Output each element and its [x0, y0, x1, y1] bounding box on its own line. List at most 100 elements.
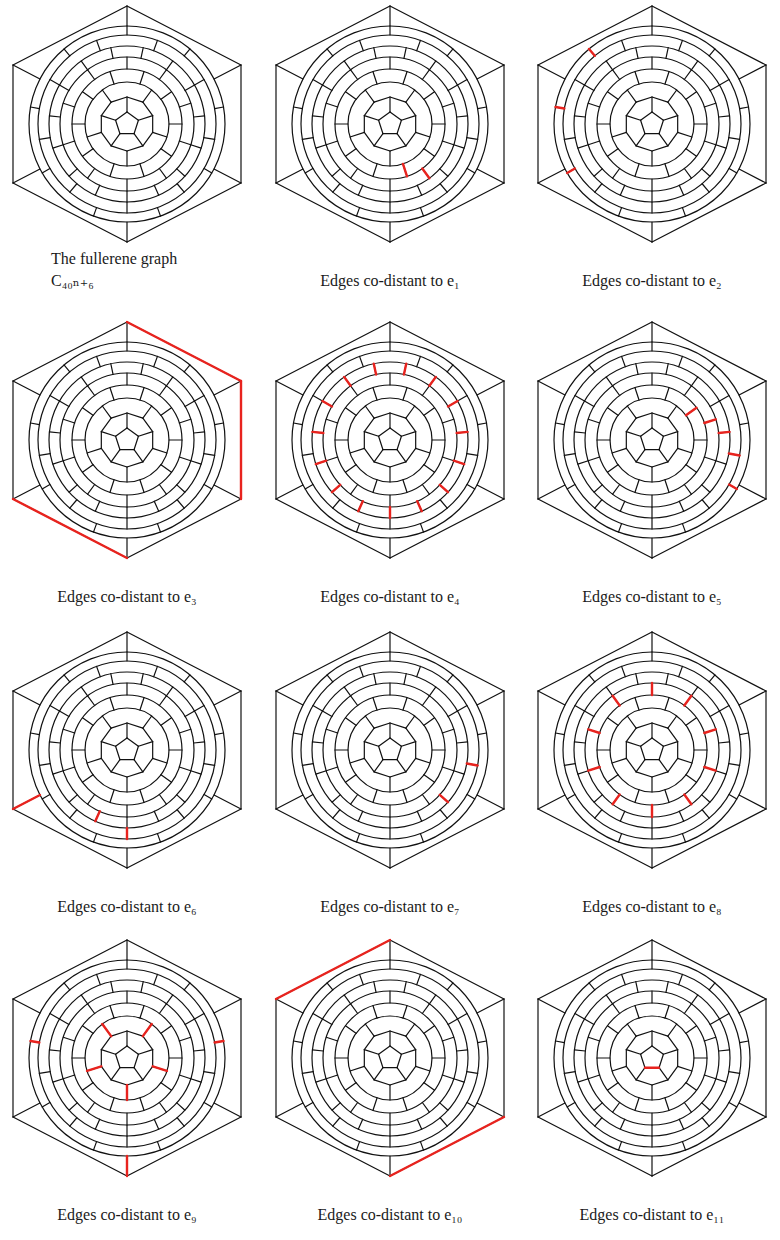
highlighted-edge [312, 432, 323, 433]
graph-edge [719, 116, 730, 117]
graph-edge [686, 775, 697, 783]
graph-edge [397, 1054, 401, 1067]
graph-edge [184, 49, 190, 56]
graph-edge [69, 485, 77, 492]
graph-edge [584, 401, 594, 407]
graph-edge [111, 982, 113, 993]
graph-edge [275, 381, 276, 499]
graph-ring [301, 969, 479, 1147]
graph-edge [467, 454, 478, 456]
graph-edge [440, 485, 448, 492]
graph-edge [442, 103, 453, 107]
graph-edge [116, 738, 127, 746]
graph-edge [626, 432, 627, 449]
graph-edge [153, 1066, 167, 1071]
highlighted-edge [389, 507, 391, 518]
graph-edge [406, 132, 416, 146]
graph-edge [390, 183, 504, 242]
graph-edge [588, 103, 599, 107]
graph-edge [374, 462, 390, 467]
graph-edge [652, 1046, 663, 1054]
graph-edge [636, 772, 652, 777]
graph-edge [350, 132, 364, 137]
graph-edge [710, 401, 720, 407]
graph-edge [684, 169, 691, 179]
graph-edge [364, 132, 374, 146]
graph-ring [554, 342, 750, 538]
graph-edge [166, 687, 172, 696]
graph-edge [679, 1119, 683, 1129]
graph-edge [312, 116, 323, 117]
highlighted-edge [87, 1066, 101, 1071]
graph-edge [606, 377, 612, 386]
graph-edge [166, 61, 172, 70]
graph-edge [161, 408, 172, 416]
graph-edge [429, 995, 435, 1004]
graph-ring [29, 342, 225, 538]
graph-edge [127, 428, 138, 436]
graph-edge [608, 775, 619, 783]
graph-edge [666, 48, 668, 59]
graph-edge [651, 97, 652, 112]
graph-edge [651, 723, 652, 738]
graph-edge [383, 449, 397, 450]
graph-edge [652, 146, 668, 151]
graph-edge [668, 132, 678, 146]
graph-edge [161, 775, 172, 783]
graph-edge [636, 462, 652, 467]
graph-edge [447, 675, 453, 682]
graph-edge [442, 729, 453, 733]
graph-edge [364, 102, 374, 116]
graph-edge [702, 1103, 710, 1110]
graph-edge [668, 418, 678, 432]
graph-edge [709, 675, 715, 682]
graph-edge [636, 674, 638, 685]
graph-edge [379, 746, 383, 759]
graph-edge [191, 145, 201, 148]
graph-edge [159, 70, 166, 80]
graph-edge [177, 184, 184, 192]
graph-edge [389, 1125, 390, 1136]
graph-ring [585, 57, 719, 191]
graph-edge [538, 632, 652, 691]
graph-edge [351, 795, 358, 805]
graph-ring [301, 351, 479, 529]
highlighted-edge [651, 683, 653, 695]
graph-edge [719, 742, 730, 743]
graph-edge [373, 790, 377, 802]
graph-edge [440, 795, 448, 802]
graph-edge [651, 991, 652, 1003]
graph-edge [161, 718, 172, 726]
panel-caption: Edges co-distant to e₉ [2, 1204, 252, 1226]
graph-edge [327, 365, 333, 372]
graph-edge [312, 432, 323, 433]
graph-edge [668, 448, 678, 462]
graph-edge [665, 790, 669, 802]
graph-edge [127, 632, 241, 691]
graph-edge [668, 1036, 678, 1050]
graph-edge [589, 365, 595, 372]
graph-edge [305, 485, 313, 490]
graph-edge [389, 683, 390, 695]
graph-edge [659, 746, 663, 759]
graph-edge [584, 711, 594, 717]
graph-edge [152, 1050, 153, 1067]
graph-edge [666, 364, 668, 375]
graph-edge [651, 26, 652, 35]
graph-edge [93, 524, 96, 532]
graph-edge [322, 401, 332, 407]
highlighted-edge [95, 811, 99, 821]
graph-edge [575, 80, 585, 86]
graph-edge [95, 811, 99, 821]
graph-edge [720, 706, 730, 712]
graph-edge [116, 120, 120, 133]
graph-edge [276, 1117, 390, 1176]
graph-edge [379, 428, 390, 436]
graph-edge [81, 687, 87, 696]
graph-edge [538, 65, 565, 79]
graph-edge [635, 698, 639, 710]
graph-edge [595, 1118, 602, 1126]
graph-edge [127, 1046, 138, 1054]
graph-edge [126, 1156, 127, 1176]
graph-edge [668, 728, 678, 742]
